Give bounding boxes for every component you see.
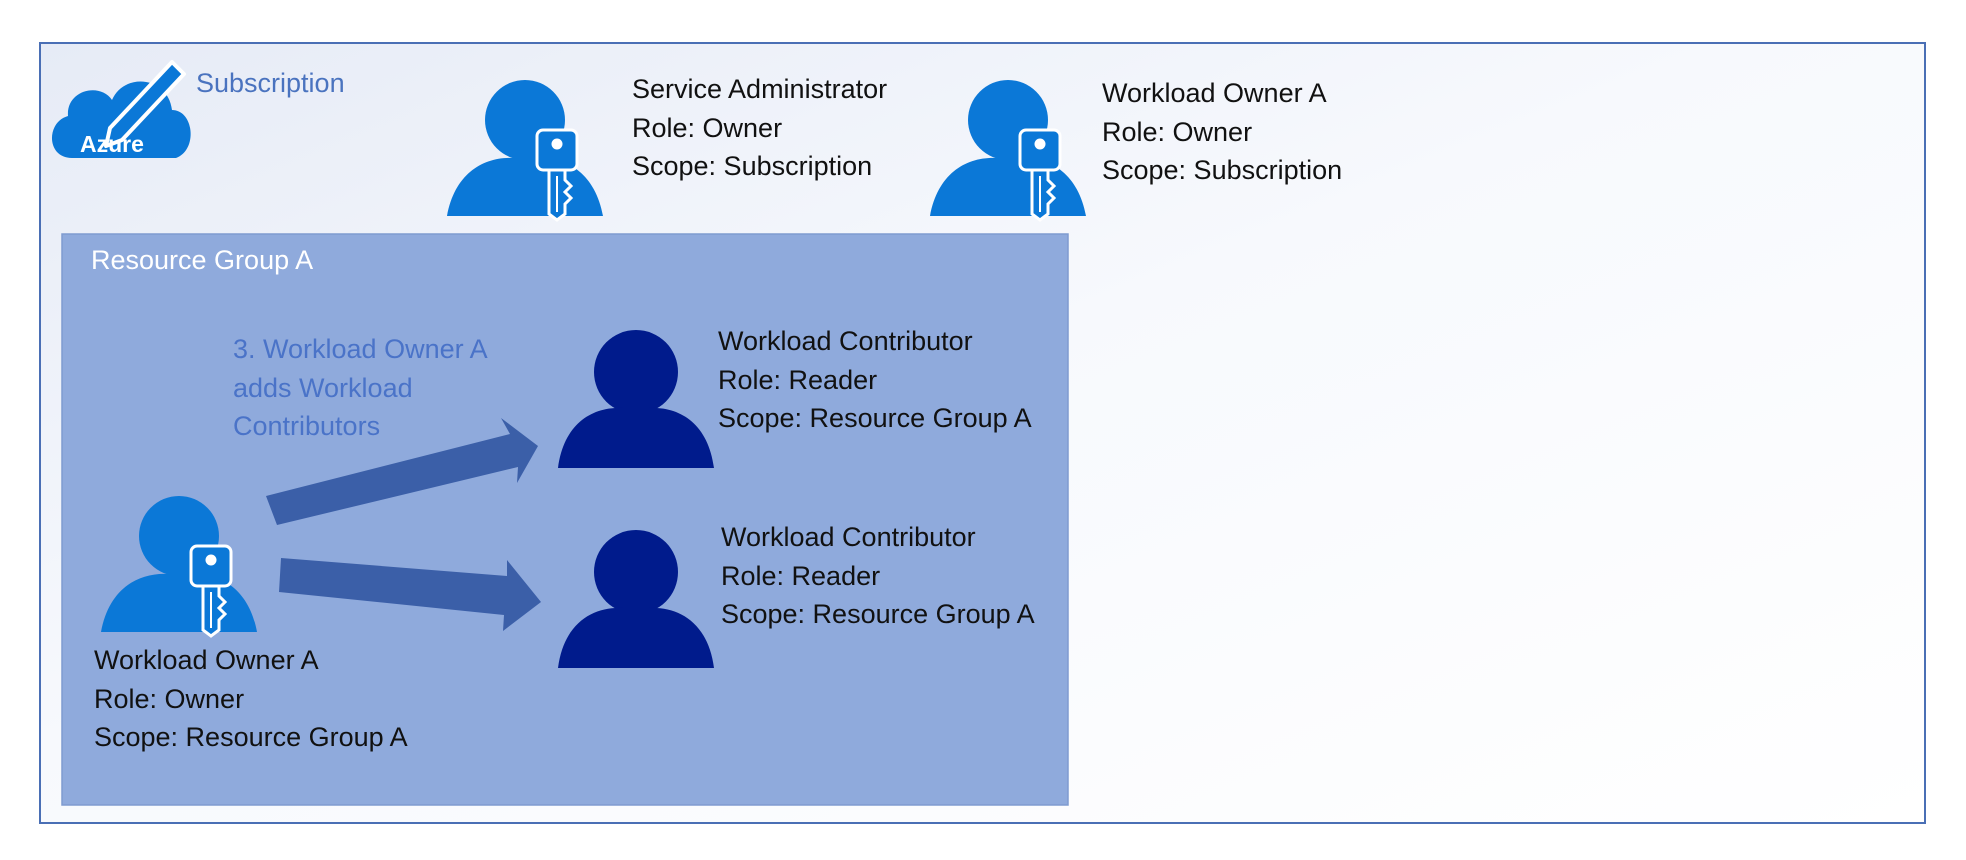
- step-annotation: 3. Workload Owner A adds Workload Contri…: [233, 330, 488, 446]
- user-scope: Scope: Subscription: [1102, 155, 1343, 185]
- user-role: Role: Reader: [718, 364, 878, 395]
- user-role: Role: Owner: [94, 683, 245, 714]
- resource-group-box: [61, 233, 1069, 806]
- user-role: Role: Owner: [1102, 116, 1253, 147]
- contributor-2-info: Workload Contributor Role: Reader Scope:…: [721, 518, 1035, 634]
- user-scope: Scope: Resource Group A: [718, 403, 1032, 433]
- service-admin-info: Service Administrator Role: Owner Scope:…: [632, 70, 887, 186]
- arrow-to-contributor-2: [279, 558, 541, 631]
- user-role: Role: Reader: [721, 560, 881, 591]
- arrow-to-contributor-1: [266, 418, 538, 525]
- user-name: Service Administrator: [632, 74, 888, 104]
- user-name: Workload Contributor: [718, 326, 973, 356]
- user-role: Role: Owner: [632, 112, 783, 143]
- annotation-line: adds Workload: [233, 372, 413, 403]
- azure-cloud-pencil-icon: Azure: [51, 60, 191, 158]
- annotation-line: Contributors: [233, 411, 381, 441]
- subscription-label: Subscription: [196, 68, 345, 98]
- annotation-line: 3. Workload Owner A: [233, 334, 488, 364]
- user-scope: Scope: Resource Group A: [94, 722, 408, 752]
- workload-owner-subscription-info: Workload Owner A Role: Owner Scope: Subs…: [1102, 74, 1342, 190]
- user-name: Workload Owner A: [94, 645, 319, 675]
- user-name: Workload Contributor: [721, 522, 976, 552]
- svg-text:Azure: Azure: [80, 131, 144, 157]
- contributor-1-info: Workload Contributor Role: Reader Scope:…: [718, 322, 1032, 438]
- resource-group-label: Resource Group A: [91, 245, 314, 275]
- workload-owner-rg-info: Workload Owner A Role: Owner Scope: Reso…: [94, 641, 408, 757]
- user-scope: Scope: Subscription: [632, 151, 873, 181]
- user-scope: Scope: Resource Group A: [721, 599, 1035, 629]
- user-name: Workload Owner A: [1102, 78, 1327, 108]
